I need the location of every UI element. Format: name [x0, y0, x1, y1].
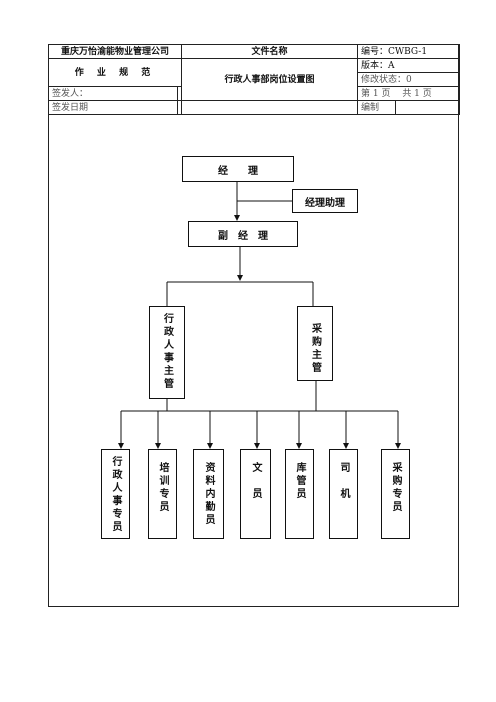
editor-value [395, 100, 461, 115]
staff-box: 文 员 [240, 449, 271, 539]
assistant-label: 经理助理 [305, 197, 345, 209]
purchasing-staff-label: 采购专员 [390, 462, 401, 514]
spec-title: 作 业 规 范 [47, 58, 183, 87]
staff-box: 资料内勤员 [193, 449, 224, 539]
purchasing-head-label: 采购主管 [309, 323, 321, 375]
staff-label: 文 员 [250, 462, 261, 501]
sign-date-value [176, 100, 183, 115]
deputy-manager-box: 副 经 理 [188, 221, 298, 247]
staff-box: 培训专员 [148, 449, 177, 539]
staff-label: 培训专员 [157, 462, 168, 514]
staff-box: 库管员 [285, 449, 314, 539]
sign-date-label: 签发日期 [48, 100, 178, 115]
staff-label: 库管员 [294, 462, 305, 501]
deputy-manager-label: 副 经 理 [218, 230, 268, 242]
staff-box: 行政人事专员 [101, 449, 130, 539]
assistant-box: 经理助理 [292, 189, 358, 213]
manager-label: 经 理 [218, 165, 258, 177]
document-title: 行政人事部岗位设置图 [181, 58, 359, 101]
manager-box: 经 理 [182, 156, 294, 182]
purchasing-staff-box: 采购专员 [381, 449, 410, 539]
staff-label: 资料内勤员 [203, 462, 214, 527]
purchasing-head-box: 采购主管 [297, 306, 333, 381]
staff-label: 司 机 [338, 462, 349, 501]
admin-hr-head-label: 行政人事主管 [161, 313, 173, 391]
admin-hr-head-box: 行政人事主管 [149, 306, 185, 399]
staff-box: 司 机 [329, 449, 358, 539]
editor-label: 编制 [357, 100, 397, 115]
staff-label: 行政人事专员 [110, 456, 121, 534]
document-header: 重庆万怡渝能物业管理公司 文件名称 编号：CWBG-1 作 业 规 范 行政人事… [47, 44, 461, 115]
